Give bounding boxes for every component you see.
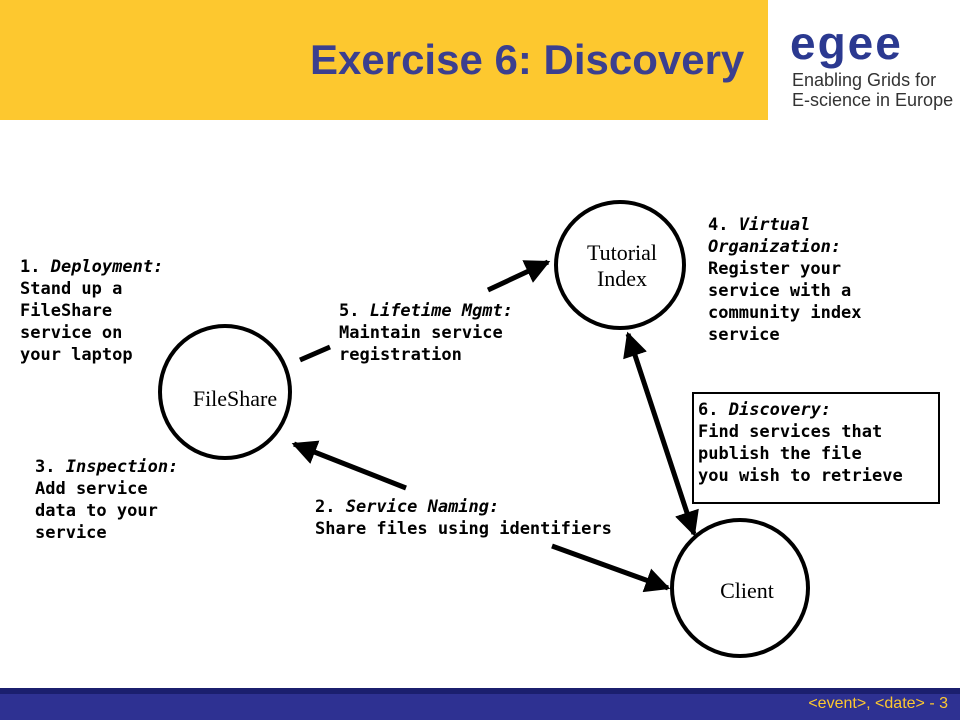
naming-arrow-lower: [551, 543, 671, 593]
egee-logo: [768, 0, 960, 120]
note-service-naming: 2. Service Naming:Share files using iden…: [315, 496, 612, 540]
note-lifetime-number: 5.: [339, 301, 370, 321]
note-discovery-number: 6.: [698, 400, 729, 420]
note-discovery-heading: Discovery:: [728, 400, 832, 420]
client-node: [670, 518, 810, 658]
note-vo-number: 4.: [708, 215, 739, 235]
note-vo-line: Register your: [708, 259, 842, 279]
tutorial-index-label-line2: Index: [596, 266, 648, 291]
client-label: Client: [720, 578, 774, 603]
note-vo-line: community index: [708, 303, 862, 323]
fileshare-node: [158, 324, 292, 460]
note-lifetime-line: Maintain service: [339, 323, 503, 343]
header-band: [0, 0, 768, 120]
note-inspection-line: service: [35, 523, 107, 543]
note-naming-number: 2.: [315, 497, 346, 517]
note-vo-heading2: Organization:: [708, 237, 842, 257]
fileshare-label: FileShare: [192, 386, 278, 411]
note-deployment-line: your laptop: [20, 345, 133, 365]
footer-accent-bar: [0, 688, 960, 694]
discovery-double-arrow: [623, 331, 699, 537]
note-deployment-number: 1.: [20, 257, 51, 277]
tutorial-index-label-line1: Tutorial: [586, 240, 658, 265]
note-discovery-line: publish the file: [698, 444, 862, 464]
note-naming-line: Share files using identifiers: [315, 519, 612, 539]
note-vo-line: service with a: [708, 281, 852, 301]
note-deployment-line: Stand up a: [20, 279, 123, 299]
note-vo-line: service: [708, 325, 780, 345]
naming-arrow-upper: [291, 440, 407, 491]
footer-slide-info: <event>, <date> - 3: [808, 695, 948, 712]
lifetime-arrow-upper: [486, 259, 551, 293]
lifetime-arrow-lower: [299, 344, 331, 363]
note-deployment-line: service on: [20, 323, 123, 343]
logo-tagline-line2: E-science in Europe: [792, 90, 954, 110]
tutorial-index-label: Tutorial Index: [572, 240, 672, 292]
note-discovery-line: you wish to retrieve: [698, 466, 903, 486]
note-vo-heading: Virtual: [738, 215, 811, 235]
note-deployment-line: FileShare: [20, 301, 113, 321]
page-title: Exercise 6: Discovery: [310, 36, 745, 83]
note-inspection-number: 3.: [35, 457, 66, 477]
note-lifetime-line: registration: [339, 345, 462, 365]
note-naming-heading: Service Naming:: [345, 497, 500, 517]
logo-tagline-line1: Enabling Grids for: [792, 70, 937, 90]
note-inspection-line: data to your: [35, 501, 158, 521]
tutorial-index-node: [554, 200, 686, 330]
discovery-highlight-box: [692, 392, 940, 504]
note-deployment-heading: Deployment:: [50, 257, 164, 277]
note-inspection-heading: Inspection:: [65, 457, 179, 477]
note-inspection-line: Add service: [35, 479, 148, 499]
note-discovery-line: Find services that: [698, 422, 883, 442]
note-lifetime-heading: Lifetime Mgmt:: [369, 301, 514, 321]
egee-logo-wordmark: egee: [790, 17, 903, 69]
